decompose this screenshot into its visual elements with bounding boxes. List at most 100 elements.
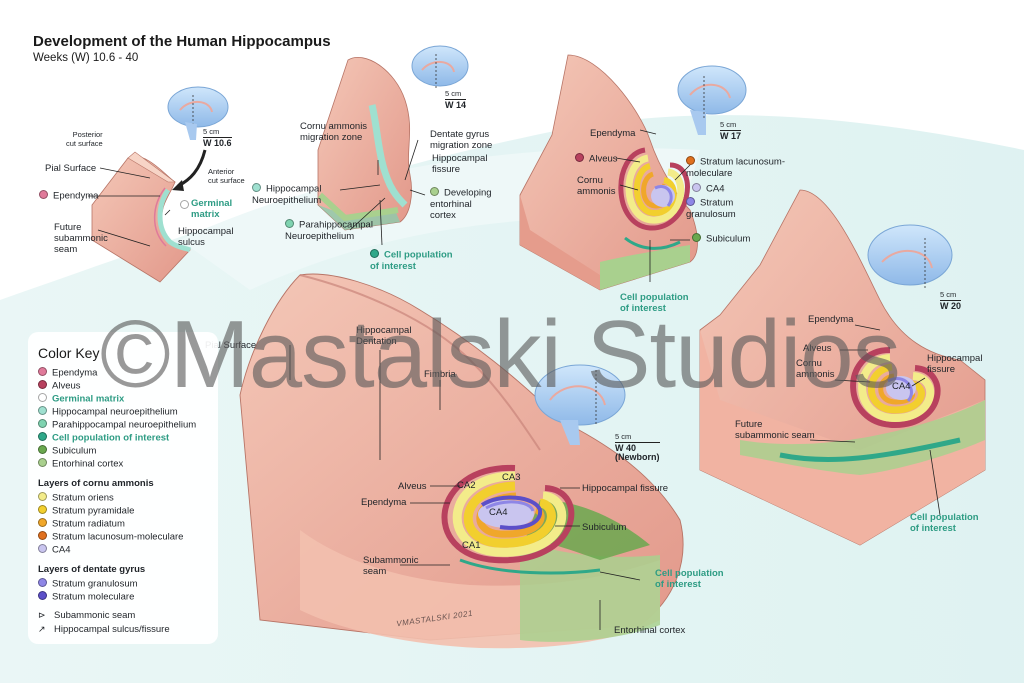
w10-sulcus-label: Hippocampal sulcus [178, 226, 234, 248]
alveus-dot-icon [575, 153, 584, 162]
w40-ca4-label: CA4 [489, 507, 508, 518]
ca4-dot-icon [692, 183, 701, 192]
w40-brain-icon [534, 364, 626, 445]
key-item-label: Stratum lacunosum-moleculare [52, 531, 184, 543]
w40-scale-length: 5 cm [615, 432, 632, 441]
w10-ventricle-lining [157, 188, 192, 253]
w17-brain-icon [677, 65, 747, 135]
key-dot-icon [38, 544, 47, 553]
page-title: Development of the Human Hippocampus [33, 33, 331, 50]
w10-pial-label: Pial Surface [45, 163, 97, 174]
w14-cells-label: Cell population of interest [370, 249, 453, 272]
w17-granulosum-label: Stratum granulosum [686, 197, 736, 220]
w20-ca4-label: CA4 [892, 381, 911, 392]
key-symbol-seam: ⊳ Subammonic seam [38, 610, 135, 621]
key-item-label: Subiculum [52, 445, 97, 457]
w14-hn-text: Hippocampal Neuroepithelium [252, 183, 322, 206]
key-item-lacunosum: Stratum lacunosum-moleculare [38, 531, 183, 543]
w40-fimbria-label: Fimbria [424, 369, 456, 380]
w40-section [239, 273, 684, 649]
w14-phn-label: Parahippocampal Neuroepithelium [285, 219, 373, 242]
w10-ependyma-line [153, 187, 167, 247]
w10-section [91, 86, 229, 283]
key-item-label: Stratum pyramidale [52, 505, 135, 517]
w40-alveus-label: Alveus [398, 481, 427, 492]
key-item-hn: Hippocampal neuroepithelium [38, 406, 178, 418]
key-item-phn: Parahippocampal neuroepithelium [38, 419, 196, 431]
w10-seam-label: Future subammonic seam [54, 222, 108, 255]
key-item-ca4: CA4 [38, 544, 70, 556]
w14-week: W 14 [445, 99, 467, 110]
key-dot-icon [38, 591, 47, 600]
w10-anterior-label: Anterior cut surface [208, 167, 245, 185]
w40-ca3-label: CA3 [502, 472, 521, 483]
w20-ca-spiral [850, 347, 941, 429]
w40-pial-label: Pial Surface [205, 340, 257, 351]
watermark: ©Mastalski Studios [100, 301, 901, 408]
germinal-dot-icon [180, 200, 189, 209]
key-item-subiculum: Subiculum [38, 445, 96, 457]
key-item-label: Germinal matrix [52, 393, 125, 405]
key-dot-icon [38, 367, 47, 376]
w20-scale-length: 5 cm [940, 290, 957, 299]
w20-front-face [700, 330, 985, 545]
w40-ca2-label: CA2 [457, 480, 476, 491]
w17-side-face [520, 195, 600, 290]
w14-brain-icon [411, 45, 469, 90]
key-item-label: Parahippocampal neuroepithelium [52, 419, 197, 431]
w14-entorhinal-label: Developing entorhinal cortex [430, 187, 492, 221]
w40-ependyma-label: Ependyma [361, 497, 407, 508]
fissure-arrow-icon: ↗ [38, 624, 46, 634]
w20-cornu-label: Cornu ammonis [796, 358, 835, 380]
key-item-germinal: Germinal matrix [38, 393, 124, 405]
key-ca-title: Layers of cornu ammonis [38, 478, 154, 489]
w10-germinal-text: Germinal matrix [191, 198, 233, 220]
w20-ependyma-label: Ependyma [808, 314, 854, 325]
leader-lines [88, 129, 941, 630]
key-dot-icon [38, 458, 47, 467]
w20-brain-icon [867, 224, 953, 290]
key-item-label: Hippocampal neuroepithelium [52, 406, 178, 418]
w17-tissue [519, 54, 698, 291]
w14-hn-label: Hippocampal Neuroepithelium [252, 183, 321, 206]
w14-cells-text: Cell population of interest [370, 249, 453, 272]
w17-ca4-label: CA4 [692, 183, 724, 195]
w40-subiculum-label: Subiculum [582, 522, 627, 533]
w14-neuroepithelium [368, 104, 408, 208]
key-item-label: Stratum radiatum [52, 518, 125, 530]
w17-week: W 17 [720, 130, 742, 141]
key-item-label: Ependyma [52, 367, 98, 379]
key-item-label: Alveus [52, 380, 81, 392]
subiculum-dot-icon [692, 233, 701, 242]
w40-cells-label: Cell population of interest [655, 568, 724, 590]
w40-cell-population [459, 558, 601, 575]
entorhinal-dot-icon [430, 187, 439, 196]
key-item-label: CA4 [52, 544, 71, 556]
w14-phn-text: Parahippocampal Neuroepithelium [285, 219, 373, 242]
w20-cells-label: Cell population of interest [910, 512, 979, 534]
key-symbol-fissure: ↗Hippocampal sulcus/fissure [38, 624, 170, 635]
color-key-title: Color Key [38, 345, 100, 361]
key-dot-icon [38, 393, 47, 402]
key-dot-icon [38, 406, 47, 415]
key-dg-title: Layers of dentate gyrus [38, 564, 146, 575]
key-item-label: Entorhinal cortex [52, 458, 124, 470]
key-item-cells: Cell population of interest [38, 432, 169, 444]
color-key: Color Key Ependyma Alveus Germinal matri… [28, 332, 218, 644]
key-item-moleculare: Stratum moleculare [38, 591, 134, 603]
cells-dot-icon [370, 249, 379, 258]
key-symbol-label: Subammonic seam [54, 610, 136, 621]
w40-week: W 40 (Newborn) [615, 442, 660, 462]
w17-subiculum-label: Subiculum [692, 233, 750, 245]
seam-arrow-icon: ⊳ [38, 610, 46, 620]
w17-scale-length: 5 cm [720, 120, 737, 129]
w17-section [519, 54, 747, 291]
w20-teal-strip [779, 437, 961, 463]
w17-granulosum-text: Stratum granulosum [686, 197, 736, 220]
hn-dot-icon [252, 183, 261, 192]
w10-ependyma-label: Ependyma [39, 190, 98, 202]
